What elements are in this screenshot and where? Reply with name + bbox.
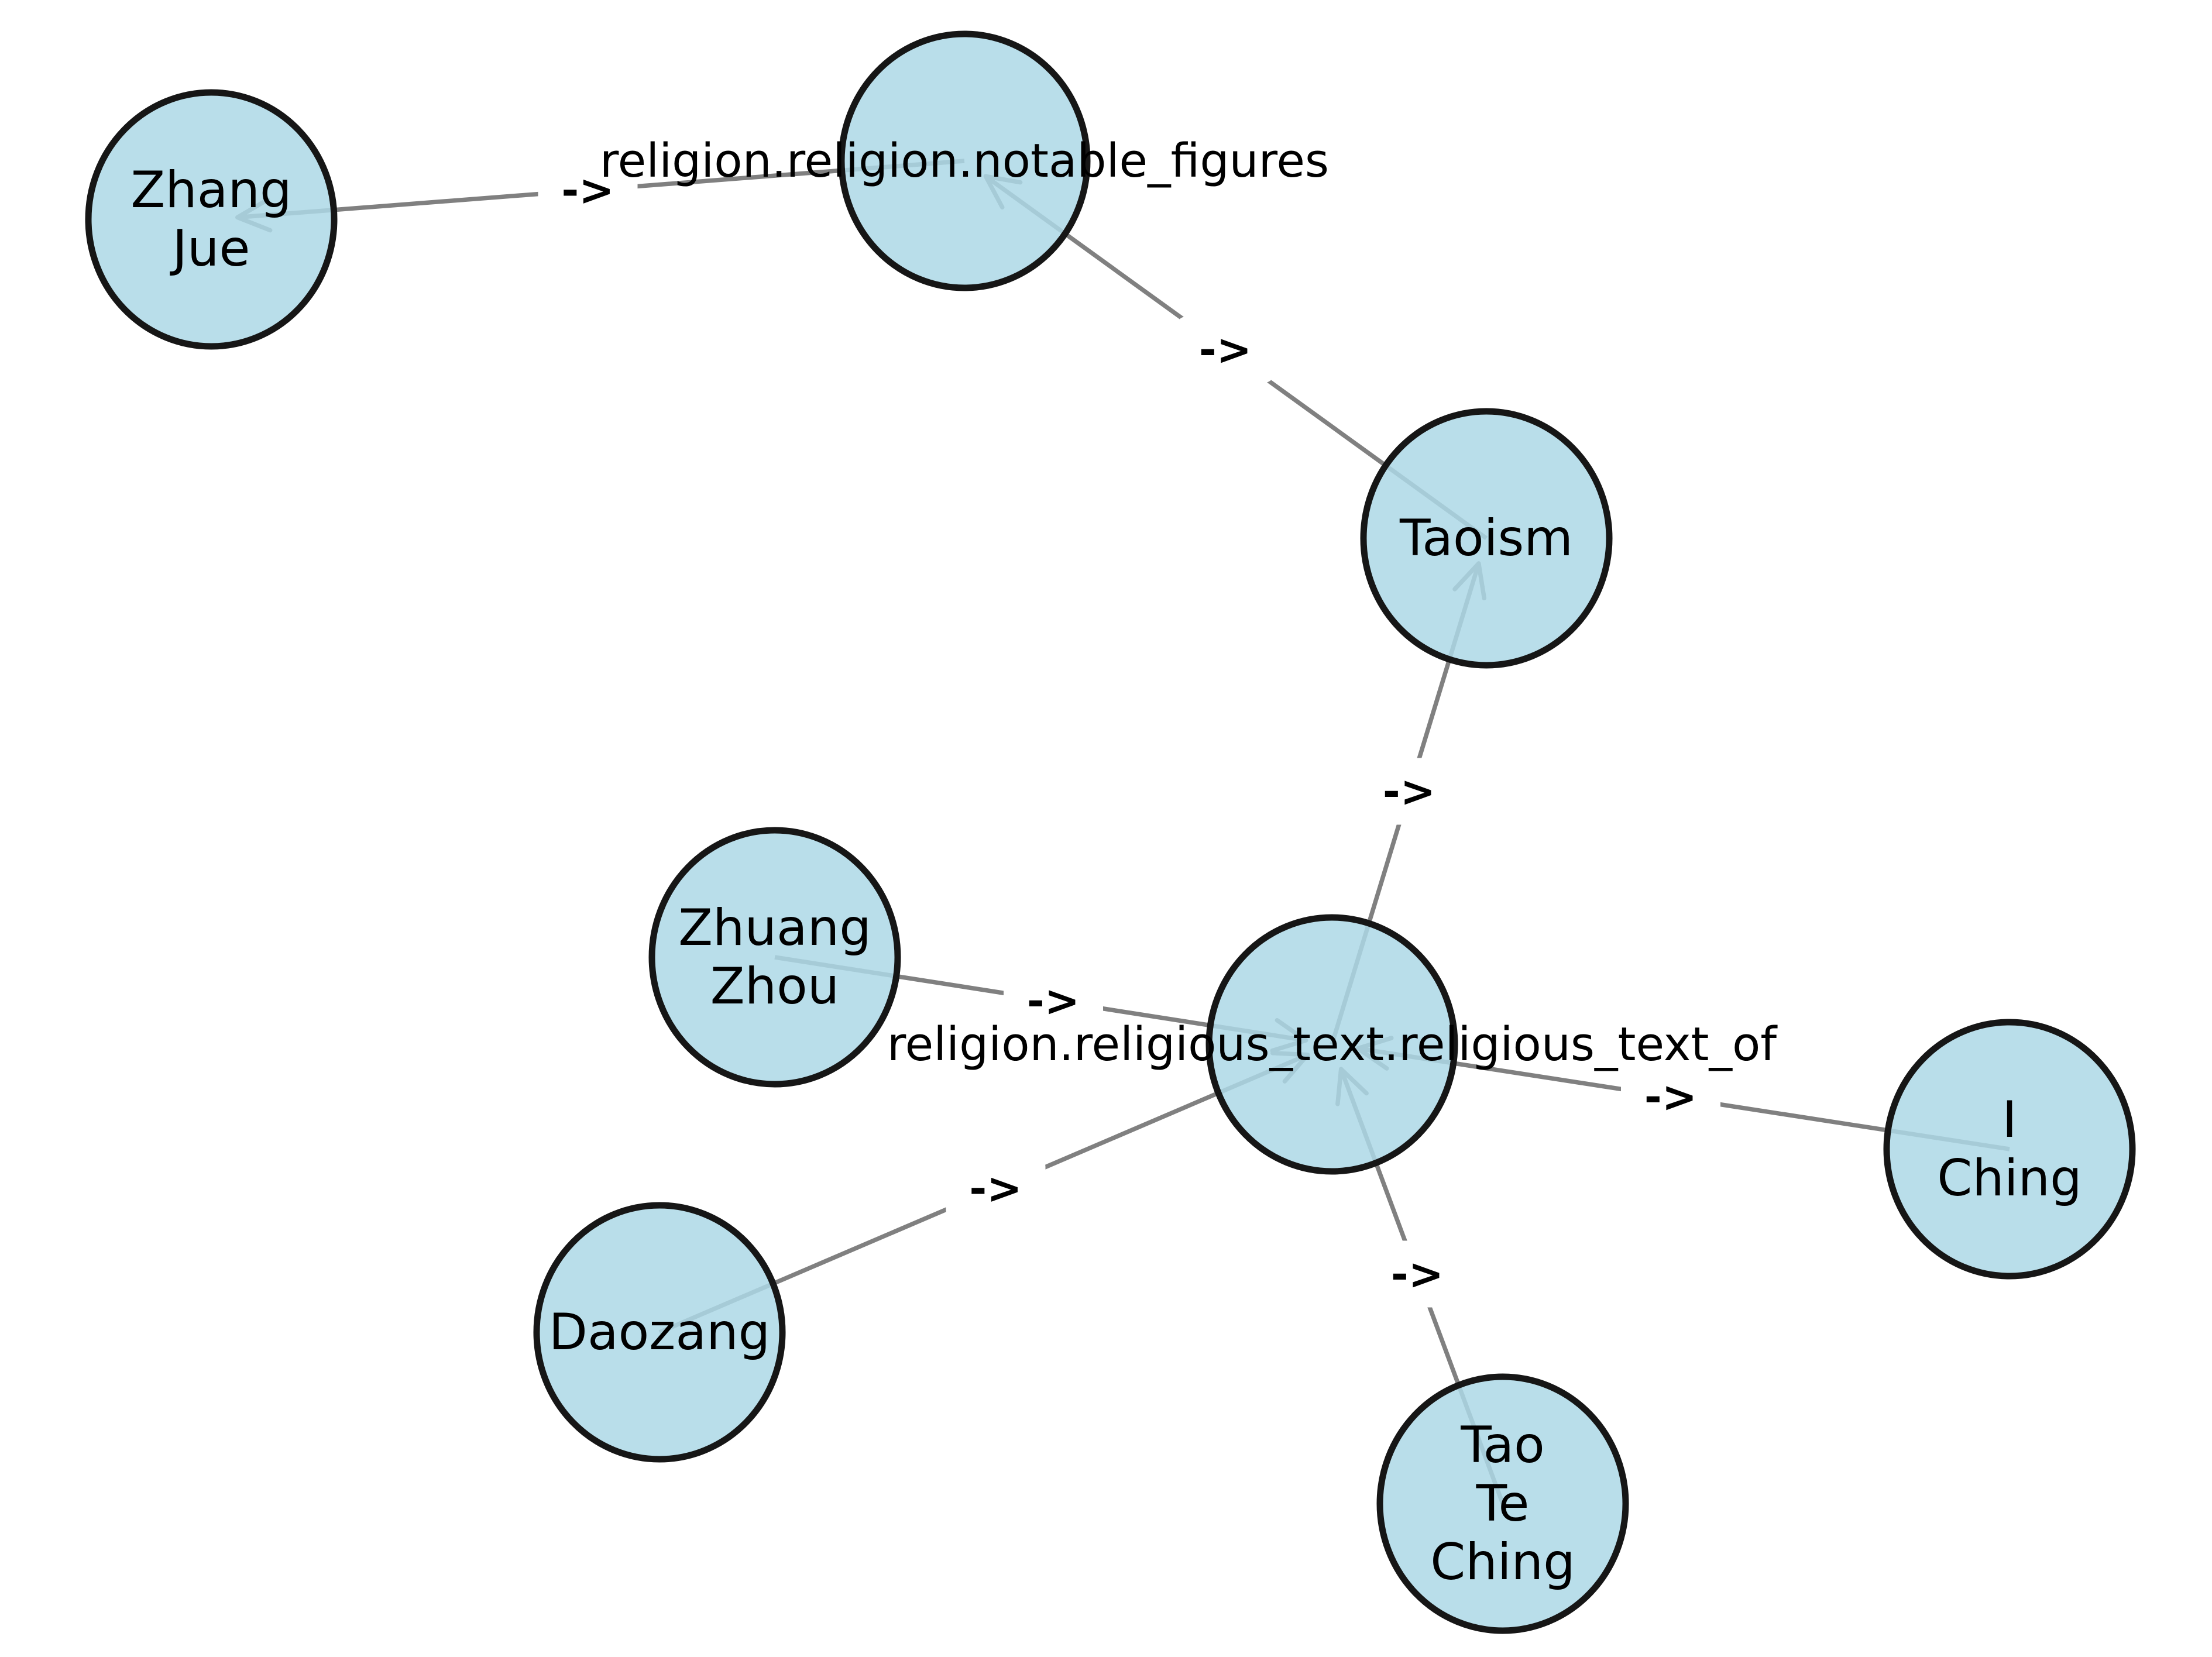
edge-direction-marker: ->: [1644, 1072, 1697, 1122]
node-taoism: [1360, 408, 1613, 669]
edge-direction-marker: ->: [561, 166, 614, 215]
edge-marker-background: [1004, 967, 1103, 1034]
edge-direction-marker: ->: [1391, 1250, 1444, 1299]
relation-label: religion.religion.notable_figures: [600, 134, 1329, 188]
edge-marker-background: [946, 1155, 1046, 1222]
node-daozang: [533, 1202, 786, 1463]
node-label-tao-te-ching: Ching: [1430, 1533, 1575, 1591]
node-label-zhang-jue: Zhang: [130, 161, 291, 219]
node-notable-figures-cvt: [838, 30, 1091, 291]
edge-marker-background: [1359, 758, 1459, 825]
edge-marker-background: [1621, 1063, 1720, 1130]
node-zhuang-zhou: [648, 827, 901, 1088]
node-label-zhuang-zhou: Zhuang: [678, 899, 871, 957]
edge-direction-marker: ->: [1199, 325, 1252, 374]
node-label-tao-te-ching: Te: [1476, 1474, 1530, 1533]
node-label-i-ching: Ching: [1937, 1149, 2082, 1208]
node-label-daozang: Daozang: [549, 1303, 770, 1362]
node-i-ching: [1883, 1019, 2136, 1280]
edge-direction-marker: ->: [969, 1164, 1022, 1213]
node-label-tao-te-ching: Tao: [1460, 1416, 1545, 1474]
node-label-zhuang-zhou: Zhou: [710, 957, 840, 1016]
relation-label: religion.religious_text.religious_text_o…: [887, 1017, 1778, 1071]
node-label-zhang-jue: Jue: [170, 219, 250, 278]
edge-marker-background: [1176, 316, 1275, 383]
edge-direction-marker: ->: [1383, 767, 1435, 816]
edge-marker-background: [538, 157, 638, 224]
node-label-i-ching: I: [2002, 1091, 2017, 1149]
node-zhang-jue: [85, 89, 338, 350]
node-label-taoism: Taoism: [1399, 509, 1573, 568]
node-religious-text-cvt: [1205, 914, 1458, 1175]
node-tao-te-ching: [1376, 1373, 1629, 1634]
edge-marker-background: [1368, 1240, 1467, 1308]
edge-direction-marker: ->: [1027, 977, 1080, 1026]
